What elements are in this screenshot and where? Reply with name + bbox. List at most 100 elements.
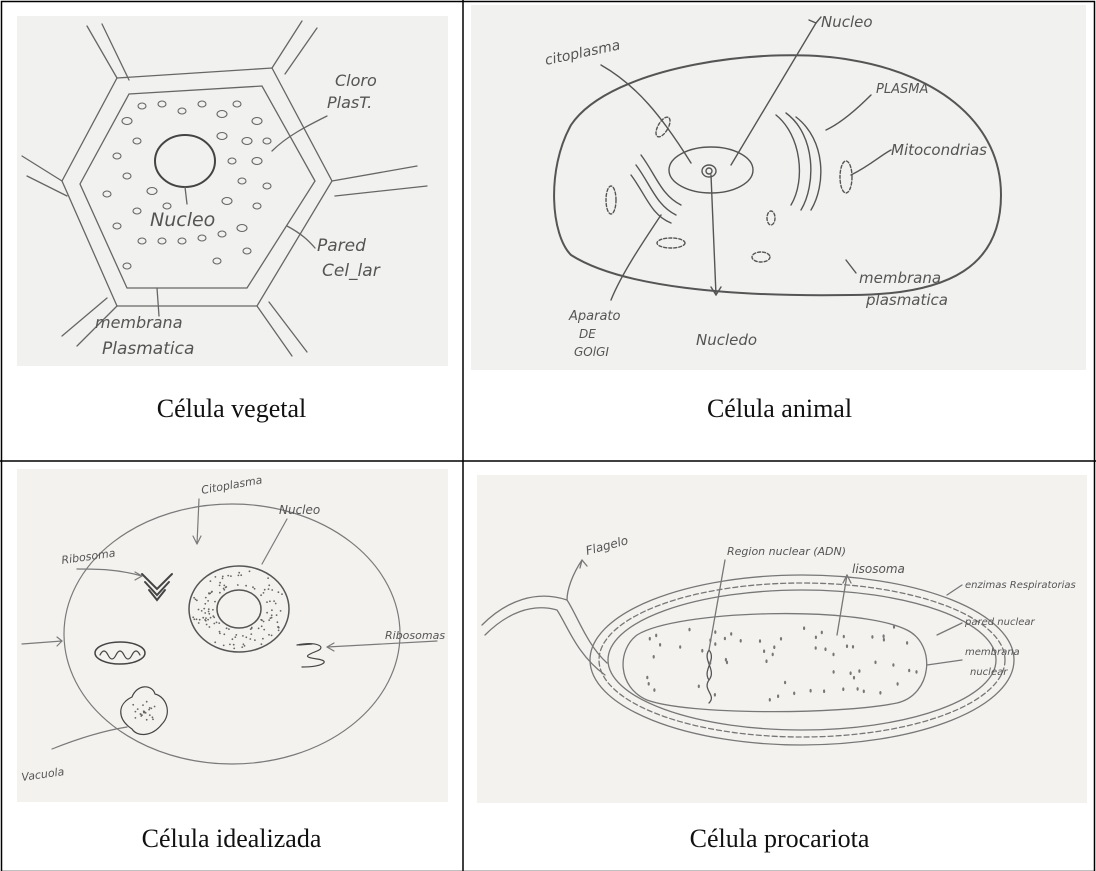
stipple-dot [252,586,254,588]
stipple-dot [278,630,280,632]
stipple-dot [193,597,195,599]
stipple-dot [228,628,230,630]
stipple-dot [206,624,208,626]
procariota-cell-sketch: Flagelo Region nuclear (ADN) lisosoma en… [477,475,1087,803]
ribosome-dot [709,638,711,642]
stipple-dot [214,641,216,643]
label-membrana-animal-2: plasmatica [865,291,948,309]
stipple-dot [149,714,151,716]
label-mitocondrias: Mitocondrias [891,141,987,159]
stipple-dot [213,617,215,619]
stipple-dot [268,584,270,586]
stipple-dot [261,625,263,627]
stipple-dot [152,716,154,718]
ribosome-dot [759,639,761,643]
ribosome-dot [906,641,908,645]
caption-celula-animal: Célula animal [463,394,1096,424]
caption-celula-idealizada: Célula idealizada [0,824,463,854]
label-nucleo-top: Nucleo [821,13,873,31]
stipple-dot [226,627,228,629]
stipple-dot [208,613,210,615]
stipple-dot [203,608,205,610]
label-nucleo: Nucleo [150,209,215,231]
stipple-dot [277,621,279,623]
stipple-dot [135,711,137,713]
label-membrana-nuclear-2: nuclear [970,667,1008,678]
stipple-dot [213,623,215,625]
label-cloroplasto-1: Cloro [335,71,377,90]
label-aparato-2: DE [579,327,596,341]
stipple-dot [208,592,210,594]
stipple-dot [238,575,240,577]
stipple-dot [223,585,225,587]
ribosome-dot [765,659,767,663]
ribosome-dot [883,634,885,638]
stipple-dot [243,643,245,645]
stipple-dot [223,645,225,647]
stipple-dot [198,622,200,624]
stipple-dot [271,589,273,591]
ribosome-dot [832,653,834,657]
ribosome-dot [772,653,774,657]
stipple-dot [209,626,211,628]
stipple-dot [241,646,243,648]
stipple-dot [266,612,268,614]
stipple-dot [146,719,148,721]
stipple-dot [261,643,263,645]
stipple-dot [269,600,271,602]
caption-celula-vegetal: Célula vegetal [0,394,463,424]
idealizada-cell-sketch: Ribosoma Citoplasma Nucleo Ribosomas Vac… [17,469,448,802]
stipple-dot [268,588,270,590]
stipple-dot [140,713,142,715]
stipple-dot [238,572,240,574]
stipple-dot [232,638,234,640]
cell-celula-idealizada: Ribosoma Citoplasma Nucleo Ribosomas Vac… [0,461,463,871]
stipple-dot [208,611,210,613]
stipple-dot [225,586,227,588]
stipple-dot [196,618,198,620]
stipple-dot [271,614,273,616]
animal-cell-sketch: citoplasma Nucleo PLASMA Mitocondrias Ap… [471,5,1086,370]
stipple-dot [271,609,273,611]
cell-celula-procariota: Flagelo Region nuclear (ADN) lisosoma en… [463,461,1096,871]
stipple-dot [249,638,251,640]
label-ribosomas: Ribosomas [385,629,445,642]
stipple-dot [193,618,195,620]
stipple-dot [202,617,204,619]
stipple-dot [229,644,231,646]
stipple-dot [264,589,266,591]
stipple-dot [254,639,256,641]
ribosome-dot [871,635,873,639]
stipple-dot [278,591,280,593]
stipple-dot [245,585,247,587]
stipple-dot [263,621,265,623]
stipple-dot [271,635,273,637]
stipple-dot [242,635,244,637]
ribosome-dot [679,645,681,649]
stipple-dot [146,701,148,703]
ribosome-dot [649,637,651,641]
ribosome-dot [740,639,742,643]
stipple-dot [219,633,221,635]
ribosome-dot [709,661,711,665]
stipple-dot [152,718,154,720]
stipple-dot [219,631,221,633]
stipple-dot [215,576,217,578]
stipple-dot [227,575,229,577]
stipple-dot [198,609,200,611]
stipple-dot [254,588,256,590]
stipple-dot [234,636,236,638]
label-region-nuclear: Region nuclear (ADN) [727,545,846,558]
label-nucleolo: Nucledo [696,331,757,349]
stipple-dot [140,715,142,717]
ribosome-dot [777,694,779,698]
stipple-dot [223,588,225,590]
ribosome-dot [784,681,786,685]
ribosome-dot [655,634,657,638]
stipple-dot [276,614,278,616]
stipple-dot [207,619,209,621]
ribosome-dot [714,630,716,634]
ribosome-dot [892,663,894,667]
label-pared-1: Pared [317,236,366,256]
ribosome-dot [821,631,823,635]
